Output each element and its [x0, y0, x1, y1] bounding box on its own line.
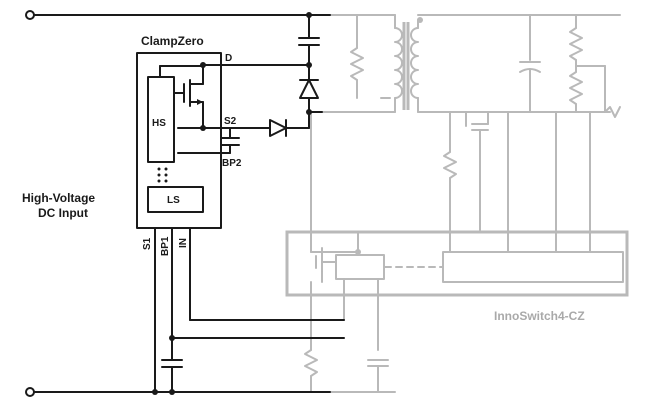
clampzero-ic: [136, 52, 222, 229]
feedback-resistor-top: [569, 27, 583, 61]
input-terminal-negative[interactable]: [25, 387, 35, 397]
pin-in-label: IN: [178, 238, 189, 248]
controller-name: InnoSwitch4-CZ: [494, 309, 585, 323]
isolation-link: [157, 167, 168, 183]
ic-name: ClampZero: [141, 34, 204, 48]
pin-d-label: D: [225, 53, 232, 64]
input-label-line2: DC Input: [38, 206, 88, 220]
ls-block: [147, 186, 204, 213]
pin-bp1-label: BP1: [160, 236, 171, 256]
feedback-resistor-bottom: [569, 71, 583, 105]
snubber-resistor: [350, 47, 364, 81]
secondary-sense-resistor: [443, 151, 457, 179]
hs-mosfet: [159, 62, 206, 131]
s2-diode: [269, 119, 287, 137]
transformer-secondary: [410, 14, 621, 113]
clamp-diode: [299, 79, 319, 99]
innoswitch-secondary-controller: [442, 251, 624, 283]
pin-s1-label: S1: [142, 237, 153, 250]
pin-bp2-label: BP2: [222, 158, 242, 169]
input-label-line1: High-Voltage: [22, 191, 95, 205]
innoswitch-primary-controller: [335, 254, 385, 280]
pin-s2-label: S2: [224, 116, 237, 127]
clamp-section: ClampZero HS: [22, 10, 345, 397]
transformer-primary: [321, 14, 403, 113]
innoswitch-box: [285, 230, 629, 297]
sync-rectifier-mosfet: [465, 111, 489, 231]
flyback-section: InnoSwitch4-CZ: [285, 14, 629, 393]
hs-label: HS: [152, 118, 166, 129]
output-load-resistor: [604, 106, 621, 118]
bypass-resistor: [304, 349, 318, 377]
input-terminal-positive[interactable]: [25, 10, 35, 20]
ls-label: LS: [167, 195, 180, 206]
